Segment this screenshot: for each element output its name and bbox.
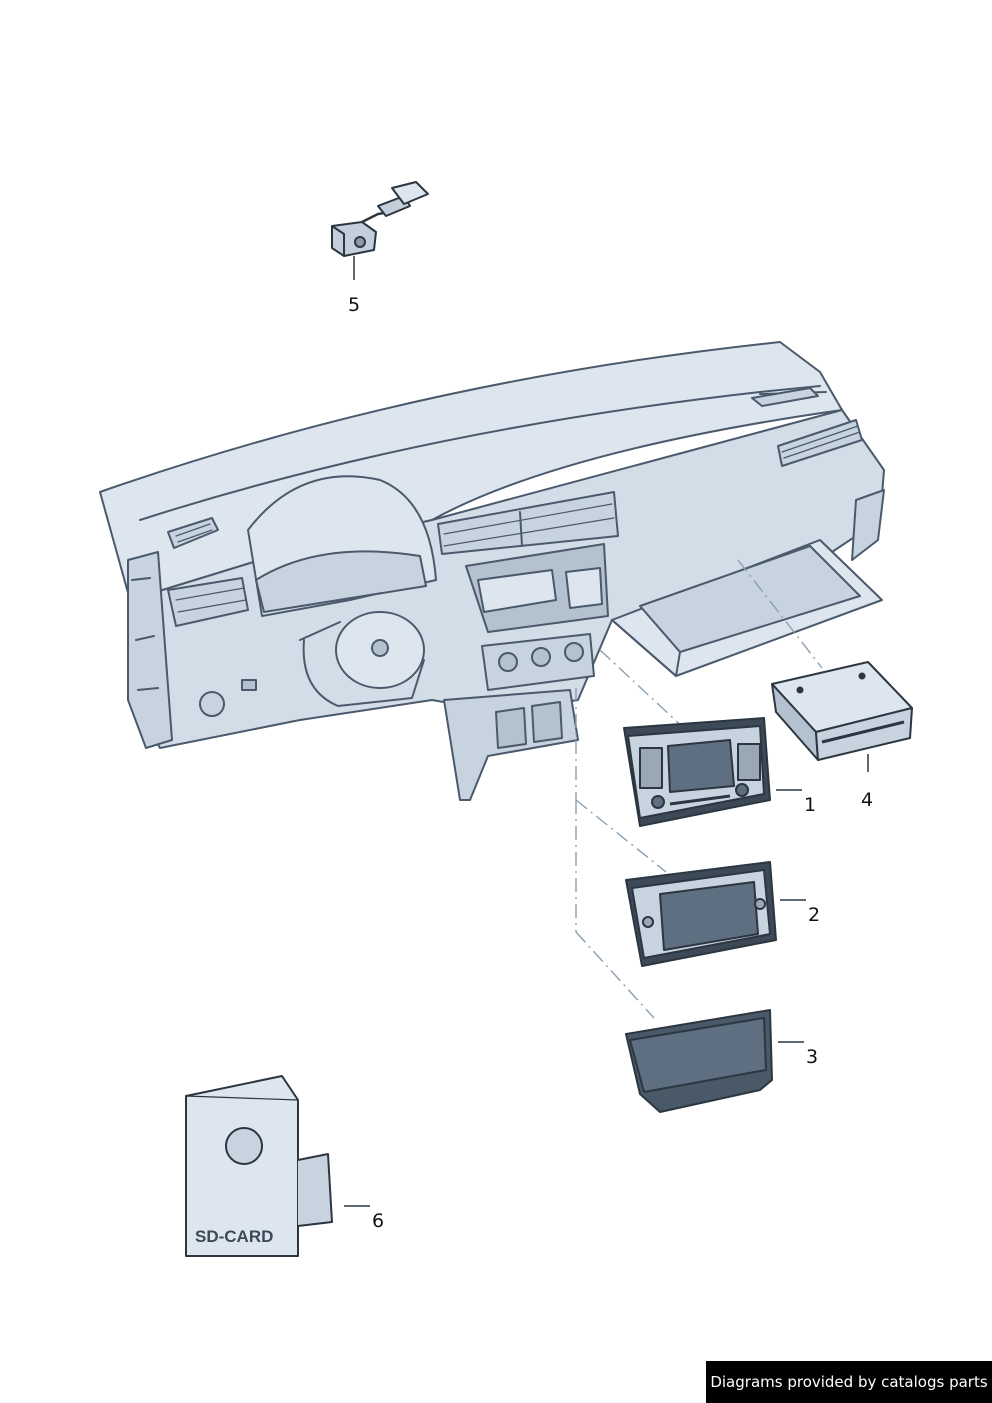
callout-4: 4 [861, 789, 874, 811]
part-1-radio-panel[interactable] [623, 717, 802, 827]
callout-2: 2 [808, 904, 821, 926]
part-5-cable-connector[interactable] [331, 181, 429, 280]
part-3-cover-trim[interactable] [625, 1009, 804, 1113]
part-2-display-unit[interactable] [625, 861, 806, 967]
callout-3: 3 [806, 1046, 819, 1068]
part-4-receiver-unit[interactable] [771, 661, 913, 772]
part-6-sd-card[interactable] [185, 1075, 370, 1257]
sd-card-label: SD-CARD [195, 1227, 273, 1246]
dashboard-assembly [99, 341, 885, 801]
callout-6: 6 [372, 1210, 385, 1232]
callout-5: 5 [348, 294, 361, 316]
credit-banner: Diagrams provided by catalogs parts [706, 1361, 992, 1403]
callout-1: 1 [804, 794, 817, 816]
assembly-leader-lines [575, 559, 823, 1019]
